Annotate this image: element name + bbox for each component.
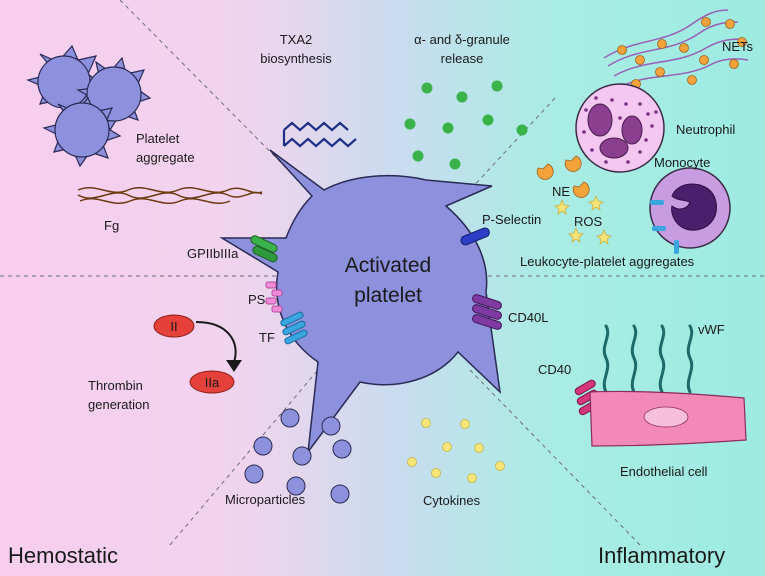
monocyte-receptor-1-icon [650, 200, 664, 205]
gpiib-receptor-icon [250, 235, 278, 263]
vwf-label: vWF [698, 322, 725, 337]
microparticles-label: Microparticles [225, 492, 306, 507]
activated-platelet-label-1: Activated [345, 254, 431, 277]
monocyte-receptor-2-icon [652, 226, 666, 231]
fibrinogen-strand-icon [77, 187, 263, 204]
activated-platelet-shape [219, 149, 502, 455]
nets-label: NETs [722, 39, 754, 54]
aggregate-platelet-1 [37, 55, 91, 109]
platelet-aggregate-label-2: aggregate [136, 150, 195, 165]
endothelial-cell-label: Endothelial cell [620, 464, 708, 479]
tf-label: TF [259, 330, 275, 345]
thrombin-label-1: Thrombin [88, 378, 143, 393]
factor-ii-label: II [170, 319, 177, 334]
monocyte-label: Monocyte [654, 155, 710, 170]
txa2-label-1: TXA2 [280, 32, 313, 47]
conversion-arrow-curve [195, 321, 237, 363]
p-selectin-label: P-Selectin [482, 212, 541, 227]
leukocyte-platelet-aggregates-label: Leukocyte-platelet aggregates [520, 254, 695, 269]
txa2-molecule-icon [282, 121, 357, 148]
divider-upper-right [469, 97, 556, 191]
ros-label: ROS [574, 214, 603, 229]
neutrophil-nucleus-icon [587, 103, 643, 159]
nets-bead-dots [617, 17, 747, 89]
ne-label: NE [552, 184, 570, 199]
activated-platelet-label-2: platelet [354, 284, 422, 307]
conversion-arrow-head-icon [226, 360, 242, 372]
nets-strands-icon [603, 9, 749, 87]
platelet-aggregate-label-1: Platelet [136, 131, 180, 146]
p-selectin-receptor-icon [460, 227, 490, 246]
monocyte-nucleus-icon [671, 183, 717, 231]
monocyte-receptor-3-icon [674, 240, 679, 254]
cd40l-label: CD40L [508, 310, 548, 325]
divider-lower-right [469, 369, 641, 546]
gpiib-label: GPIIbIIIa [187, 246, 239, 261]
ps-label: PS [248, 292, 266, 307]
ps-lipid-icon [265, 281, 283, 313]
fg-label: Fg [104, 218, 119, 233]
granule-release-label-1: α- and δ-granule [414, 32, 510, 47]
ne-enzyme-icon [536, 155, 590, 198]
inflammatory-title: Inflammatory [598, 543, 725, 568]
aggregate-platelet-3 [54, 102, 110, 158]
aggregate-platelet-2 [86, 66, 142, 122]
granule-release-label-2: release [441, 51, 484, 66]
factor-iia-badge [189, 370, 235, 394]
neutrophil-granule-dots [582, 96, 658, 164]
thrombin-label-2: generation [88, 397, 149, 412]
cytokines-label: Cytokines [423, 493, 481, 508]
endothelial-nucleus-icon [643, 406, 689, 428]
cd40l-receptor-icon [472, 294, 502, 330]
granule-dots [404, 80, 528, 170]
hemostatic-title: Hemostatic [8, 543, 118, 568]
txa2-label-2: biosynthesis [260, 51, 332, 66]
microparticle-dots [244, 408, 352, 504]
factor-iia-label: IIa [205, 375, 220, 390]
tf-receptor-icon [280, 311, 308, 345]
ros-star-icon [554, 194, 612, 245]
vwf-strands-icon [602, 324, 694, 394]
cytokine-dots [407, 418, 505, 483]
cd40-label: CD40 [538, 362, 571, 377]
factor-ii-badge [153, 314, 195, 338]
platelet-aggregate-illustration [26, 44, 152, 168]
neutrophil-label: Neutrophil [676, 122, 735, 137]
divider-lower-left [169, 369, 319, 546]
